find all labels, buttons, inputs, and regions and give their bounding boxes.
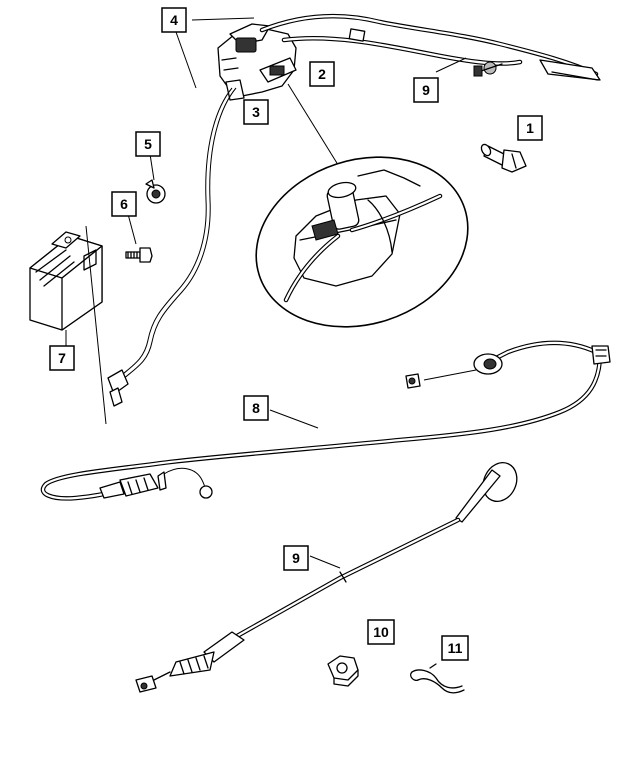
callout-label: 9 (422, 82, 430, 98)
callout-label: 3 (252, 104, 260, 120)
callout-4: 4 (161, 7, 187, 33)
cable-lower (135, 462, 518, 693)
control-module (29, 225, 107, 425)
callout-11: 11 (441, 635, 469, 661)
callout-1: 1 (517, 115, 543, 141)
shift-cable-upper (259, 13, 601, 81)
callout-label: 1 (526, 120, 534, 136)
bolt (480, 143, 527, 173)
hex-nut (327, 655, 359, 687)
callout-label: 9 (292, 550, 300, 566)
retaining-clip (410, 663, 465, 694)
callout-label: 11 (448, 640, 463, 656)
callout-label: 5 (144, 136, 152, 152)
callout-label: 4 (170, 12, 178, 28)
callout-8: 8 (243, 395, 269, 421)
shifter-bracket (217, 23, 297, 101)
shift-cable-lower (40, 340, 611, 501)
detail-view (255, 83, 469, 328)
callout-3: 3 (243, 99, 269, 125)
callout-9-lower: 9 (283, 545, 309, 571)
leader-lines (65, 17, 467, 569)
callout-6: 6 (111, 191, 137, 217)
callout-10: 10 (367, 619, 395, 645)
callout-label: 8 (252, 400, 260, 416)
callout-7: 7 (49, 345, 75, 371)
callout-5: 5 (135, 131, 161, 157)
harness-wire (107, 87, 237, 407)
callout-label: 6 (120, 196, 128, 212)
callout-9-upper: 9 (413, 77, 439, 103)
cable-clip (473, 61, 503, 77)
callout-2: 2 (309, 61, 335, 87)
callout-label: 2 (318, 66, 326, 82)
screw (125, 247, 153, 263)
callout-label: 10 (373, 624, 389, 640)
push-nut (145, 179, 166, 204)
callout-label: 7 (58, 350, 66, 366)
